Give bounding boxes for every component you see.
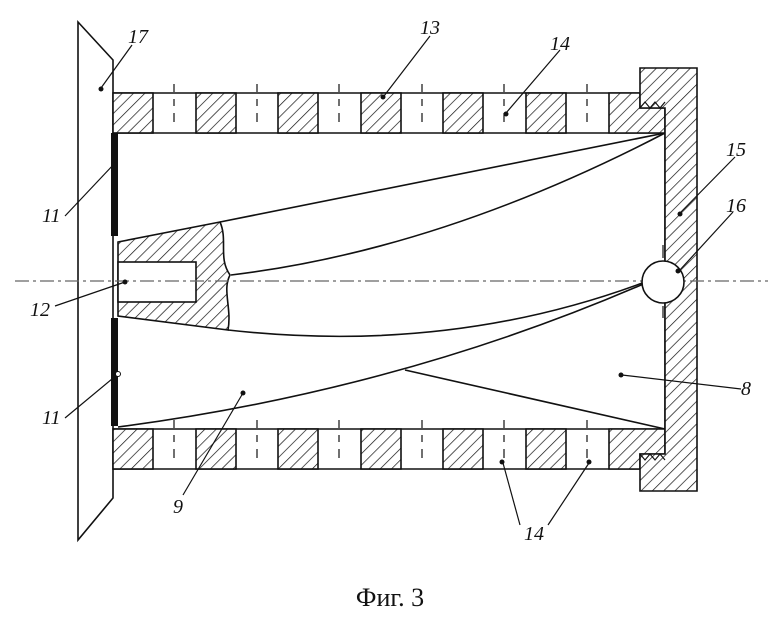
top-block-row bbox=[113, 93, 665, 133]
label-14-top: 14 bbox=[550, 33, 570, 55]
label-8: 8 bbox=[741, 378, 751, 400]
gap-center-marks bbox=[174, 84, 587, 458]
label-14-bottom: 14 bbox=[524, 523, 544, 545]
label-11-top: 11 bbox=[42, 205, 61, 227]
nozzle-bore bbox=[118, 262, 196, 302]
label-11-bottom: 11 bbox=[42, 407, 61, 429]
label-16: 16 bbox=[726, 195, 746, 217]
label-17: 17 bbox=[128, 26, 149, 48]
figure-caption: Фиг. 3 bbox=[356, 583, 424, 612]
label-15: 15 bbox=[726, 139, 746, 161]
contact-strip-top bbox=[111, 133, 118, 236]
label-13: 13 bbox=[420, 17, 440, 39]
bottom-block-row bbox=[113, 429, 665, 469]
label-12: 12 bbox=[30, 299, 50, 321]
label-9: 9 bbox=[173, 496, 183, 518]
valve-ball bbox=[642, 261, 684, 303]
